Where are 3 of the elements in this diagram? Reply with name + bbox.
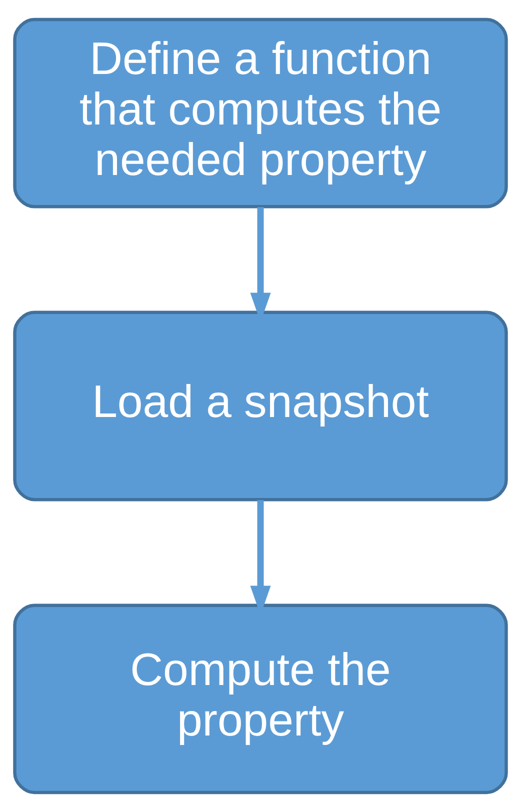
node-box: Define a function that computes the needed property [13, 18, 508, 208]
node-box: Load a snapshot [13, 310, 508, 502]
node-box: Compute the property [13, 604, 508, 794]
